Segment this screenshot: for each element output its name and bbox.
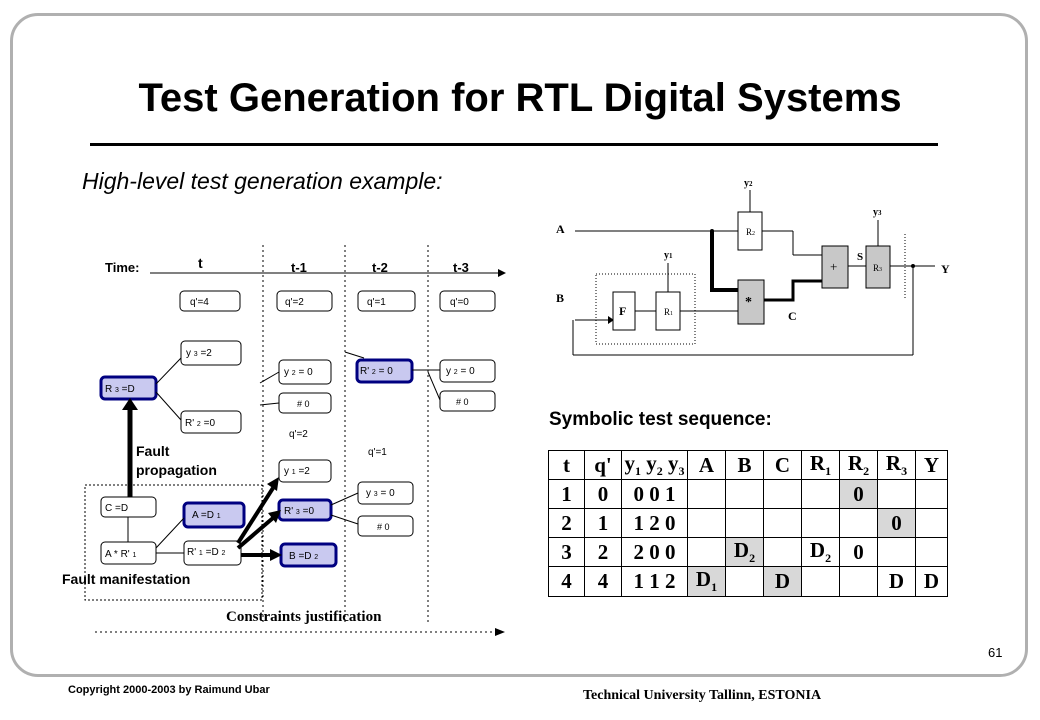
y1-label: y1 (664, 250, 673, 261)
th-y-out: Y (915, 449, 948, 481)
mid-q-1: q'=1 (368, 447, 387, 458)
node-y3-2: y 3 =2 (186, 348, 212, 359)
table-row: 1 0 0 0 1 0 (548, 479, 948, 510)
node-y2-0-a: y 2 = 0 (284, 367, 313, 378)
node-r2-0: R' 2 =0 (185, 418, 215, 429)
node-r2-0-b: R' 2 = 0 (360, 366, 393, 377)
th-c: C (763, 449, 802, 481)
th-r1: R1 (801, 449, 840, 481)
slide-subtitle: High-level test generation example: (82, 168, 443, 194)
table-header-row: t q' y1 y2 y3 A B C R1 R2 R3 Y (548, 449, 948, 481)
constraints-justification-label: Constraints justification (226, 609, 382, 625)
fault-propagation-line2: propagation (136, 462, 217, 478)
table-row: 3 2 2 0 0 D2 D2 0 (548, 537, 948, 568)
copyright: Copyright 2000-2003 by Raimund Ubar (68, 684, 270, 696)
q-node-t2: q'=1 (367, 297, 386, 308)
q-node-t: q'=4 (190, 297, 209, 308)
th-r3: R3 (877, 449, 916, 481)
th-y: y1 y2 y3 (621, 449, 688, 481)
y3-label: y3 (873, 207, 882, 218)
sequence-title: Symbolic test sequence: (549, 409, 772, 430)
node-y2-0-b: y 2 = 0 (446, 366, 475, 377)
th-a: A (687, 449, 726, 481)
mid-q-2: q'=2 (289, 429, 308, 440)
q-node-t1: q'=2 (285, 297, 304, 308)
fault-manifestation-label: Fault manifestation (62, 571, 190, 587)
c-label: C (788, 309, 797, 323)
output-y-label: Y (941, 262, 950, 276)
input-a-label: A (556, 222, 565, 236)
title-rule (90, 143, 938, 146)
node-hash0-a: # 0 (297, 399, 310, 409)
time-step-t1: t-1 (291, 260, 307, 275)
block-r3: R3 (873, 263, 882, 273)
th-r2: R2 (839, 449, 878, 481)
node-c-d: C =D (105, 503, 128, 514)
table-row: 2 1 1 2 0 0 (548, 508, 948, 539)
table-row: 4 4 1 1 2 D1 D D D (548, 566, 948, 597)
node-a-r1: A * R' 1 (105, 549, 136, 560)
symbolic-test-table: t q' y1 y2 y3 A B C R1 R2 R3 Y 1 0 0 0 1… (548, 449, 948, 597)
slide-title: Test Generation for RTL Digital Systems (138, 76, 902, 120)
block-r1: R1 (664, 307, 673, 317)
block-multiply: * (745, 295, 752, 310)
node-b-d2: B =D 2 (289, 551, 318, 562)
circuit-diagram: A B Y C S y2 y1 y3 F R1 R2 * + R3 (556, 178, 950, 356)
input-b-label: B (556, 291, 564, 305)
q-node-t3: q'=0 (450, 297, 469, 308)
cell-a-d1: D1 (687, 566, 726, 597)
node-a-d1: A =D 1 (192, 510, 221, 521)
time-step-t3: t-3 (453, 260, 469, 275)
time-step-t2: t-2 (372, 260, 388, 275)
s-label: S (857, 251, 863, 263)
y2-label: y2 (744, 178, 753, 189)
cell-r1-d2: D2 (801, 537, 840, 568)
node-hash0-c: # 0 (456, 397, 469, 407)
node-hash0-b: # 0 (377, 522, 390, 532)
fault-propagation-line1: Fault (136, 443, 170, 459)
test-generation-diagram: Time: t t-1 t-2 t-3 q'=4 q'=2 q'=1 q'=0 … (62, 245, 506, 636)
th-q: q' (584, 449, 622, 481)
institution: Technical University Tallinn, ESTONIA (583, 688, 822, 703)
cell-b-d2: D2 (725, 537, 764, 568)
node-r1-d2: R' 1 =D 2 (187, 547, 225, 558)
slide-frame (10, 13, 1028, 677)
node-r3-0: R' 3 =0 (284, 506, 314, 517)
node-r3-d: R 3 =D (105, 384, 135, 395)
block-adder: + (830, 259, 837, 274)
node-y3-0: y 3 = 0 (366, 488, 395, 499)
node-y1-2: y 1 =2 (284, 466, 310, 477)
time-step-t: t (198, 255, 203, 271)
block-f: F (619, 304, 626, 318)
page-number: 61 (988, 645, 1003, 660)
block-r2: R2 (746, 227, 755, 237)
th-b: B (725, 449, 764, 481)
th-t: t (548, 449, 585, 481)
time-label: Time: (105, 260, 139, 275)
